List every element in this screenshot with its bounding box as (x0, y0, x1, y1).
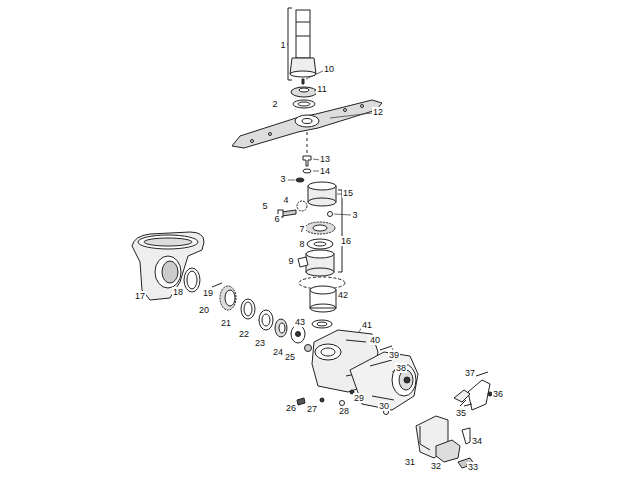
callout-number: 12 (372, 107, 384, 117)
callout-number: 7 (298, 224, 305, 234)
callout-number: 28 (338, 406, 350, 416)
callout-number: 19 (202, 288, 214, 298)
callout-number: 16 (340, 236, 352, 246)
callout-number: 3 (279, 174, 286, 184)
callout-number: 4 (282, 195, 289, 205)
callout-number: 10 (323, 64, 335, 74)
callout-number: 30 (378, 401, 390, 411)
callout-number: 14 (319, 166, 331, 176)
callout-number: 39 (388, 350, 400, 360)
callout-number: 8 (298, 239, 305, 249)
callout-number: 18 (172, 287, 184, 297)
callout-number: 1 (279, 40, 286, 50)
callout-number: 38 (395, 363, 407, 373)
callout-number: 42 (337, 290, 349, 300)
callout-number: 23 (254, 338, 266, 348)
callout-number: 11 (316, 84, 327, 94)
callout-number: 2 (271, 99, 278, 109)
callout-number: 20 (198, 305, 210, 315)
callout-number: 40 (369, 335, 381, 345)
callout-number: 9 (287, 256, 294, 266)
callout-number: 36 (492, 389, 504, 399)
callout-number: 13 (319, 154, 331, 164)
callout-number: 21 (220, 318, 232, 328)
callout-number: 3 (351, 210, 358, 220)
callout-number: 35 (455, 408, 467, 418)
callout-number: 15 (342, 188, 354, 198)
callout-number: 37 (464, 368, 476, 378)
callout-number: 25 (284, 352, 296, 362)
callout-number: 26 (285, 403, 297, 413)
callout-number: 43 (294, 317, 306, 327)
callout-number: 32 (430, 461, 442, 471)
callout-number: 22 (238, 329, 250, 339)
callout-number: 27 (306, 404, 318, 414)
callout-number: 33 (467, 462, 479, 472)
callout-number: 6 (273, 214, 280, 224)
callout-number: 34 (471, 436, 483, 446)
callout-number: 17 (134, 291, 146, 301)
callout-number: 41 (361, 320, 373, 330)
callout-number: 5 (261, 201, 268, 211)
callout-number: 29 (353, 393, 365, 403)
callout-number: 31 (404, 457, 416, 467)
callout-number: 24 (272, 347, 284, 357)
